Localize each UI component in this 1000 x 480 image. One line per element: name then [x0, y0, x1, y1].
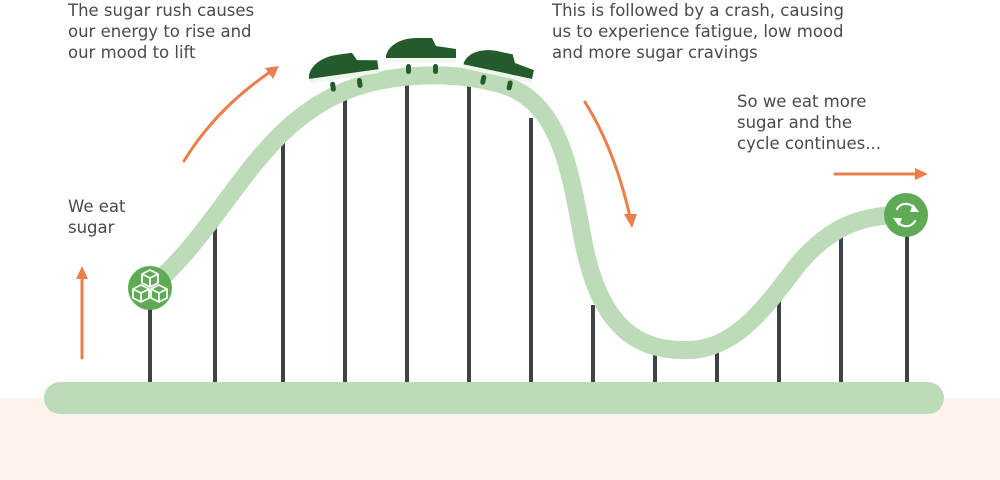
caption-crash: This is followed by a crash, causing us …: [552, 1, 845, 62]
caption-sugar-rush: The sugar rush causes our energy to rise…: [68, 1, 255, 62]
arrow-rise-icon: [182, 66, 279, 163]
arrow-up-icon: [76, 266, 88, 360]
sugar-cubes-icon: [128, 266, 172, 310]
coaster-cart-left: [308, 52, 380, 92]
direction-arrows: [76, 66, 928, 360]
caption-cycle-continues: So we eat more sugar and the cycle conti…: [737, 92, 881, 153]
track-base: [44, 382, 944, 414]
arrow-fall-icon: [583, 100, 637, 228]
coaster-cart-middle: [386, 38, 456, 74]
recycle-arrows-icon: [884, 193, 928, 237]
coaster-cart-right: [462, 50, 534, 91]
arrow-right-icon: [833, 168, 928, 180]
coaster-track: [141, 66, 915, 360]
caption-eat-sugar: We eat sugar: [68, 197, 126, 237]
